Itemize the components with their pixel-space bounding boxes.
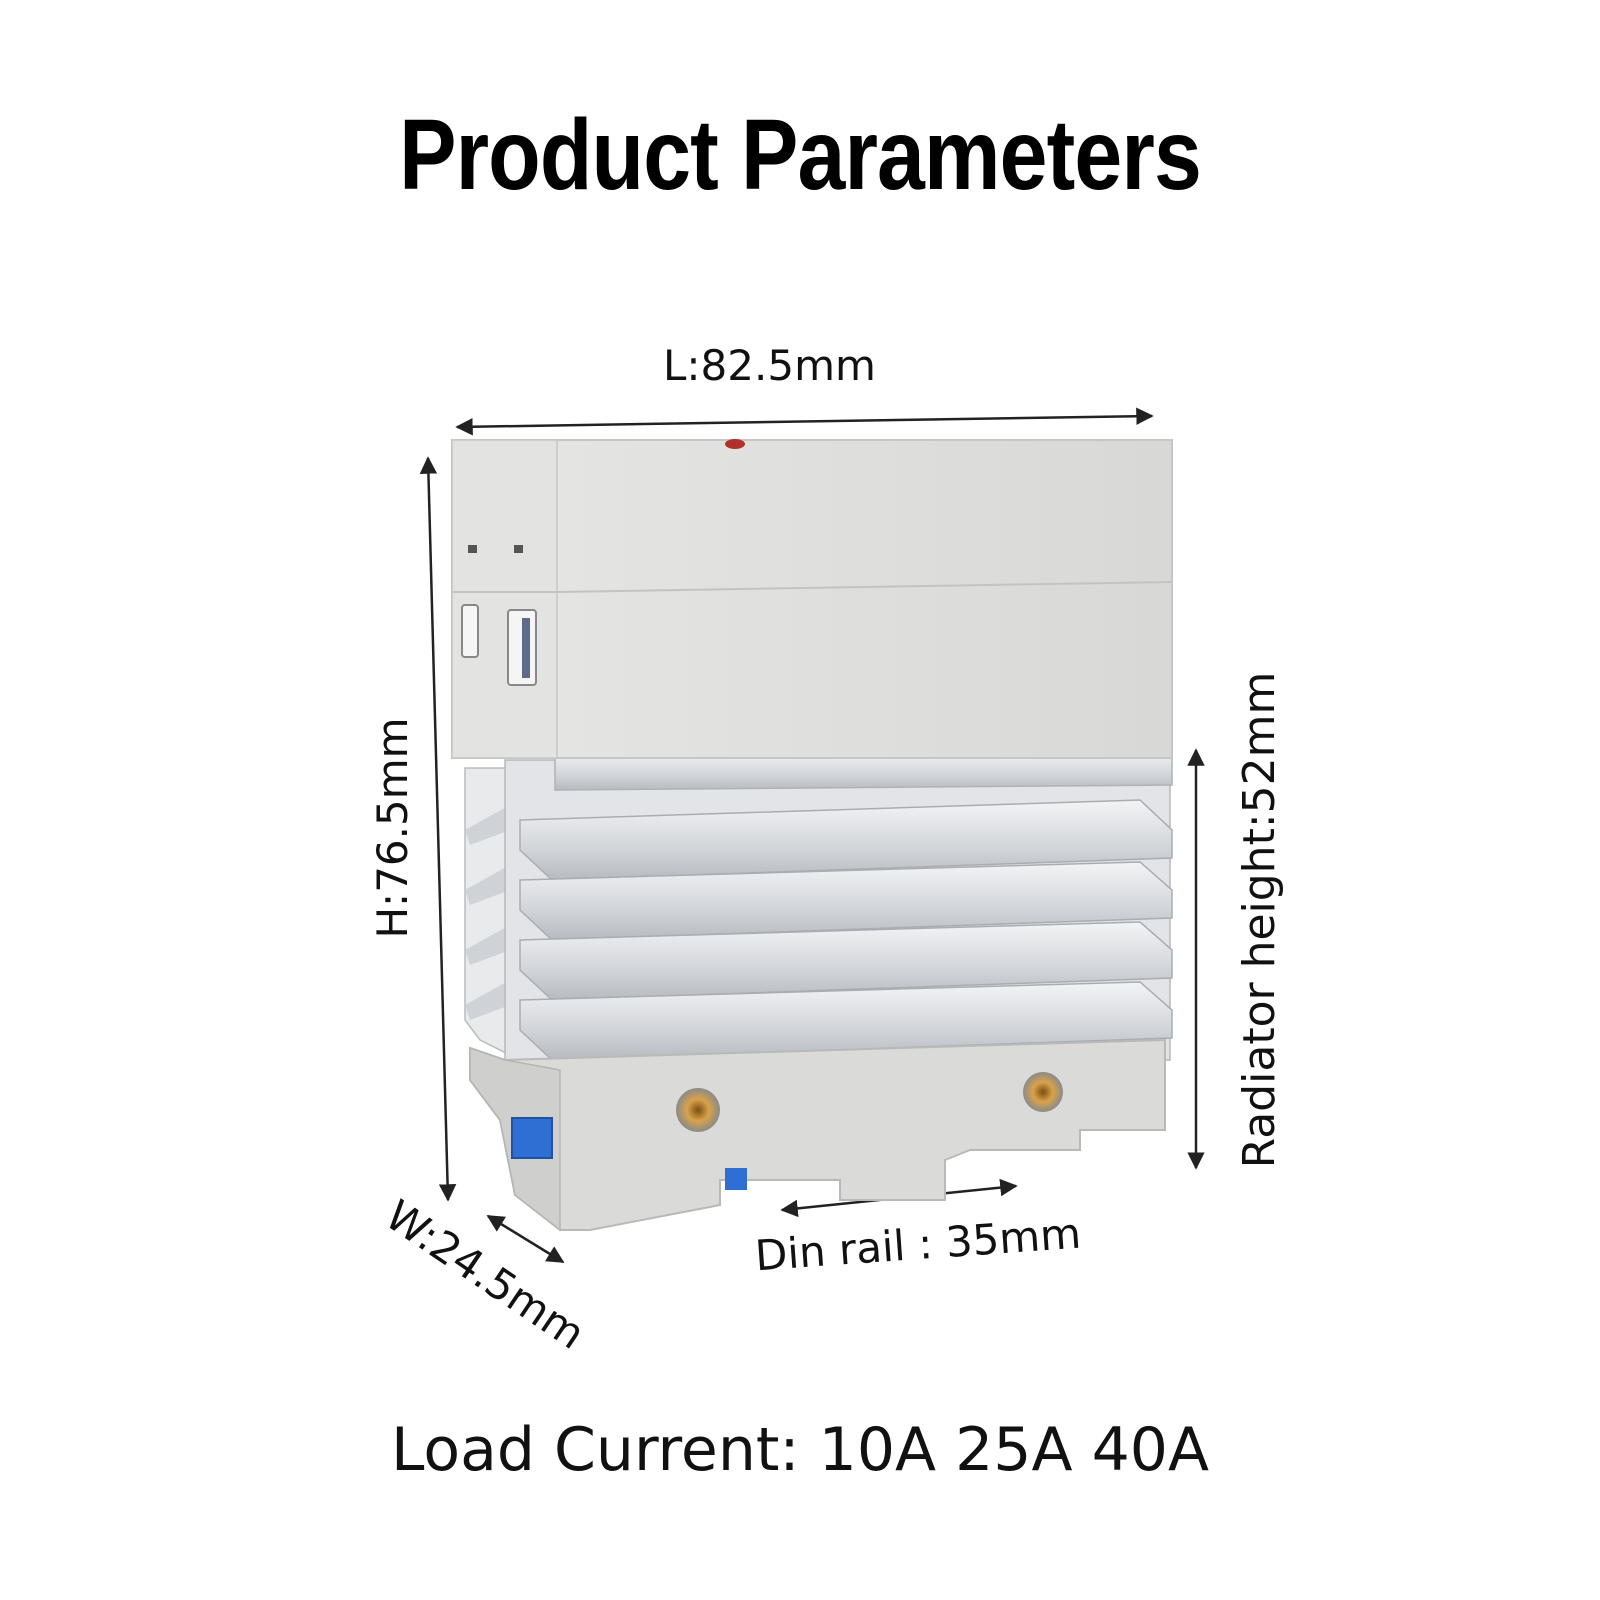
heatsink-fin <box>519 861 1173 941</box>
height-label: H:76.5mm <box>368 717 417 939</box>
heatsink-fin <box>519 981 1173 1061</box>
din-rail-mount <box>469 1038 1166 1232</box>
load-current: Load Current: 10A 25A 40A <box>391 1415 1209 1485</box>
page-title: Product Parameters <box>399 99 1202 211</box>
width-arrow <box>486 1214 565 1264</box>
length-label: L:82.5mm <box>663 341 876 390</box>
mounting-screw-icon <box>1023 1072 1063 1112</box>
din-clip-icon <box>511 1117 553 1159</box>
height-arrow <box>419 456 457 1202</box>
terminal-mark <box>514 545 523 553</box>
heatsink-fin <box>519 799 1173 881</box>
length-arrow <box>455 407 1154 436</box>
heatsink-fin <box>519 921 1173 1001</box>
heatsink-side-fins <box>464 767 511 1057</box>
terminal-slot <box>461 604 479 658</box>
radiator-height-label: Radiator height:52mm <box>1234 671 1285 1169</box>
terminal-mark <box>468 545 477 553</box>
heatsink <box>504 751 1173 1061</box>
mounting-screw-icon <box>676 1088 720 1132</box>
indicator-led <box>725 439 745 449</box>
relay-housing <box>451 439 1173 759</box>
